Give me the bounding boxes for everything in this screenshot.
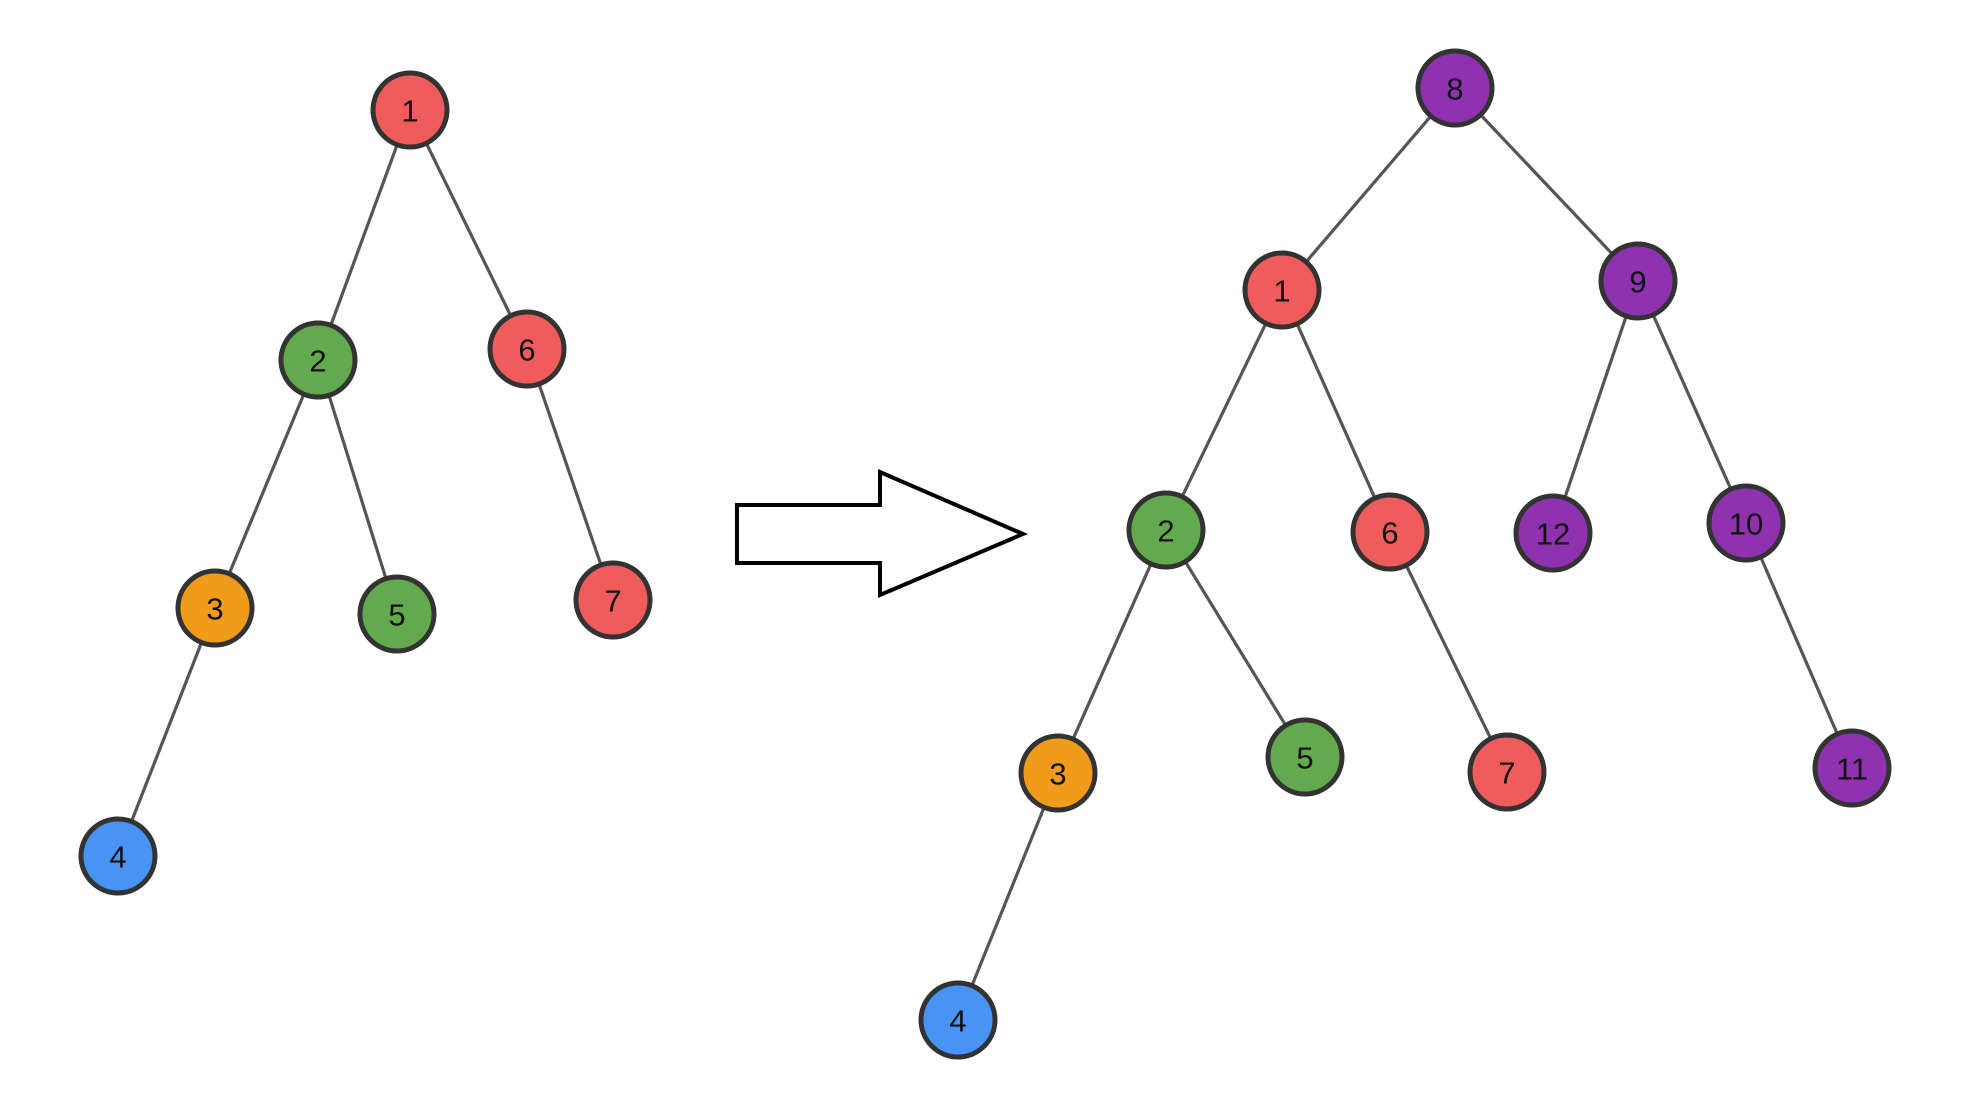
tree-node-after-12: 12 <box>1513 493 1593 573</box>
node-circle <box>370 70 450 150</box>
tree-node-after-9: 9 <box>1598 241 1678 321</box>
edge-before-1-2 <box>329 144 399 326</box>
node-label: 1 <box>401 94 418 129</box>
edge-before-6-7 <box>537 383 603 566</box>
tree-node-after-5: 5 <box>1265 717 1345 797</box>
tree-node-after-6: 6 <box>1350 492 1430 572</box>
node-circle <box>1415 48 1495 128</box>
node-label: 8 <box>1446 72 1463 107</box>
node-circle <box>573 560 653 640</box>
edge-before-1-6 <box>424 142 513 317</box>
tree-node-after-4: 4 <box>918 980 998 1060</box>
node-circle <box>1126 490 1206 570</box>
node-label: 7 <box>604 584 621 619</box>
edge-after-3-4 <box>970 806 1046 987</box>
node-circle <box>1265 717 1345 797</box>
node-label: 4 <box>949 1004 966 1039</box>
tree-node-after-8: 8 <box>1415 48 1495 128</box>
edge-after-2-3 <box>1071 563 1153 740</box>
node-label: 10 <box>1729 507 1763 542</box>
tree-after: 8 1 9 2 6 12 10 3 5 7 11 4 <box>918 48 1892 1060</box>
tree-node-before-5: 5 <box>357 574 437 654</box>
node-label: 1 <box>1273 274 1290 309</box>
node-label: 3 <box>206 592 223 627</box>
node-label: 5 <box>1296 741 1313 776</box>
edge-after-10-11 <box>1759 556 1839 735</box>
tree-node-after-2: 2 <box>1126 490 1206 570</box>
tree-node-before-6: 6 <box>487 309 567 389</box>
node-label: 12 <box>1536 517 1570 552</box>
tree-node-after-7: 7 <box>1467 732 1547 812</box>
node-label: 6 <box>518 333 535 368</box>
node-label: 11 <box>1836 752 1868 787</box>
node-label: 4 <box>109 840 126 875</box>
node-circle <box>1513 493 1593 573</box>
edge-before-2-3 <box>227 393 306 575</box>
right-arrow-icon <box>735 468 1029 599</box>
node-circle <box>1018 733 1098 813</box>
edge-before-2-5 <box>327 394 388 580</box>
node-label: 2 <box>1157 514 1174 549</box>
tree-before: 1 2 6 3 5 7 4 <box>78 70 653 896</box>
node-circle <box>487 309 567 389</box>
edge-after-1-2 <box>1180 322 1268 498</box>
edge-before-3-4 <box>130 641 203 823</box>
tree-node-after-10: 10 <box>1706 483 1786 563</box>
edge-after-2-5 <box>1183 560 1288 727</box>
tree-node-before-4: 4 <box>78 816 158 896</box>
node-circle <box>918 980 998 1060</box>
tree-node-before-3: 3 <box>175 568 255 648</box>
tree-node-after-3: 3 <box>1018 733 1098 813</box>
node-circle <box>175 568 255 648</box>
edge-after-9-10 <box>1651 314 1733 490</box>
node-label: 2 <box>309 344 326 379</box>
node-circle <box>1242 250 1322 330</box>
node-circle <box>1467 732 1547 812</box>
node-label: 7 <box>1498 756 1515 791</box>
edge-after-6-7 <box>1404 564 1493 740</box>
node-circle <box>1812 728 1892 808</box>
node-label: 3 <box>1049 757 1066 792</box>
node-circle <box>78 816 158 896</box>
tree-node-before-2: 2 <box>278 320 358 400</box>
node-circle <box>357 574 437 654</box>
node-circle <box>1598 241 1678 321</box>
tree-node-before-7: 7 <box>573 560 653 640</box>
node-circle <box>1706 483 1786 563</box>
node-label: 9 <box>1629 265 1646 300</box>
edge-after-1-6 <box>1295 323 1377 499</box>
node-circle <box>1350 492 1430 572</box>
tree-node-before-1: 1 <box>370 70 450 150</box>
node-label: 5 <box>388 598 405 633</box>
edge-after-9-12 <box>1563 315 1628 499</box>
tree-node-after-1: 1 <box>1242 250 1322 330</box>
node-circle <box>278 320 358 400</box>
edge-after-8-9 <box>1479 113 1614 256</box>
tree-node-after-11: 11 <box>1812 728 1892 808</box>
node-label: 6 <box>1381 516 1398 551</box>
edge-after-8-1 <box>1304 115 1433 263</box>
